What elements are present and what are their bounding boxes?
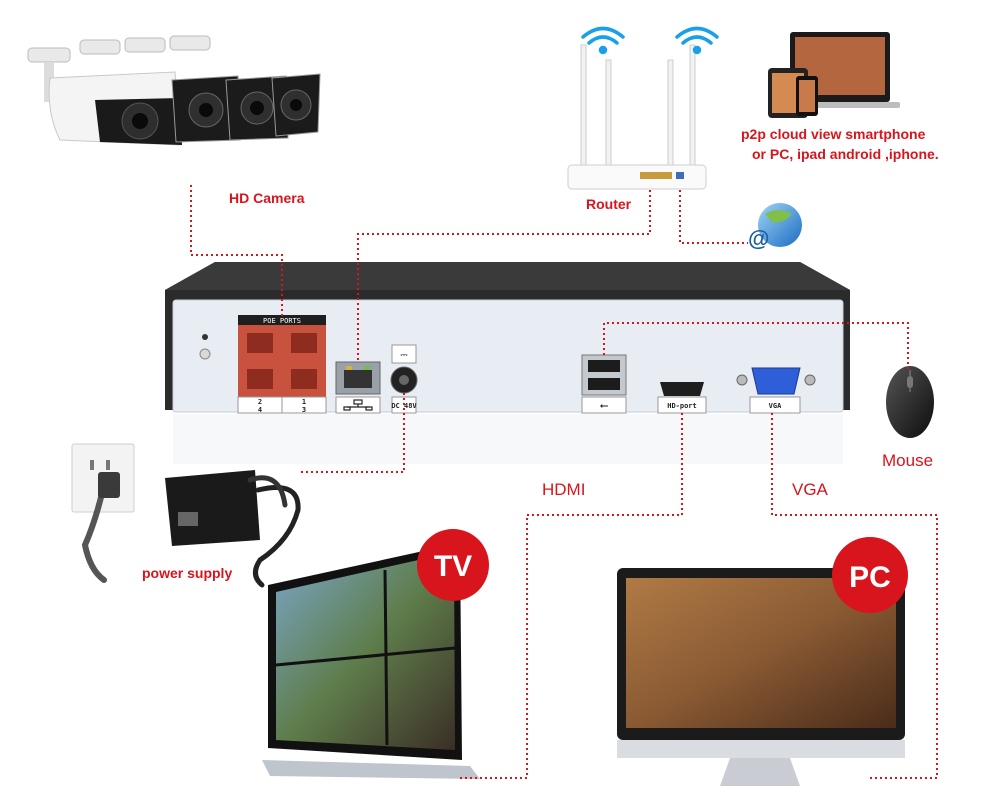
router-to-lan-line	[357, 190, 651, 362]
mobile-devices	[768, 32, 900, 118]
vga-port: VGA	[736, 367, 816, 414]
network-icon	[343, 399, 373, 411]
usb-ports: ⭠	[581, 354, 627, 414]
camera-1	[27, 47, 182, 146]
wifi-icon	[675, 26, 719, 55]
pc-monitor: PC	[617, 537, 908, 786]
poe-number-4: 4	[258, 406, 262, 414]
connection-lines	[190, 185, 938, 779]
wifi-icon	[581, 26, 625, 55]
power-to-dc-line	[298, 393, 405, 473]
camera-to-poe-line	[190, 185, 283, 318]
hdmi-to-tv-line	[460, 413, 683, 779]
vga-to-pc-line	[771, 413, 938, 779]
lan-port	[335, 361, 381, 414]
dc-power-port: ⎓ DC 48V	[390, 344, 418, 414]
pc-badge-label: PC	[849, 561, 891, 594]
vga-label: VGA	[792, 480, 828, 499]
poe-number-2: 2	[258, 398, 262, 406]
hdmi-port: HD-port	[657, 382, 707, 414]
power-supply	[71, 443, 301, 588]
hd-cameras	[27, 35, 321, 146]
vga-port-label: VGA	[769, 402, 782, 410]
poe-number-1: 1	[302, 398, 306, 406]
router-label: Router	[586, 196, 632, 212]
tv-badge-label: TV	[434, 550, 472, 583]
internet-globe-icon: @	[748, 203, 802, 251]
mouse-label: Mouse	[882, 451, 934, 470]
poe-ports-label: POE PORTS	[263, 317, 301, 325]
svg-text:⎓: ⎓	[400, 351, 407, 361]
cloud-view-label-2: or PC, ipad android ,iphone.	[752, 146, 939, 162]
poe-ports: POE PORTS 2 1 4 3	[237, 315, 327, 414]
mouse-device	[886, 366, 934, 438]
dc-port-label: DC 48V	[391, 402, 417, 410]
hdmi-port-label: HD-port	[667, 402, 697, 410]
poe-number-3: 3	[302, 406, 306, 414]
mouse-to-usb-line	[603, 322, 909, 370]
cloud-view-label: p2p cloud view smartphone	[741, 126, 926, 142]
router	[567, 26, 719, 190]
svg-text:@: @	[748, 226, 769, 251]
nvr-recorder: POE PORTS 2 1 4 3	[165, 262, 850, 464]
camera-2	[79, 39, 241, 143]
tv-display: TV	[262, 529, 489, 779]
router-to-internet-line	[679, 190, 748, 244]
power-supply-label: power supply	[142, 565, 233, 581]
camera-4	[169, 35, 321, 137]
hd-camera-label: HD Camera	[229, 190, 305, 206]
hdmi-label: HDMI	[542, 480, 586, 499]
usb-icon: ⭠	[600, 399, 609, 412]
